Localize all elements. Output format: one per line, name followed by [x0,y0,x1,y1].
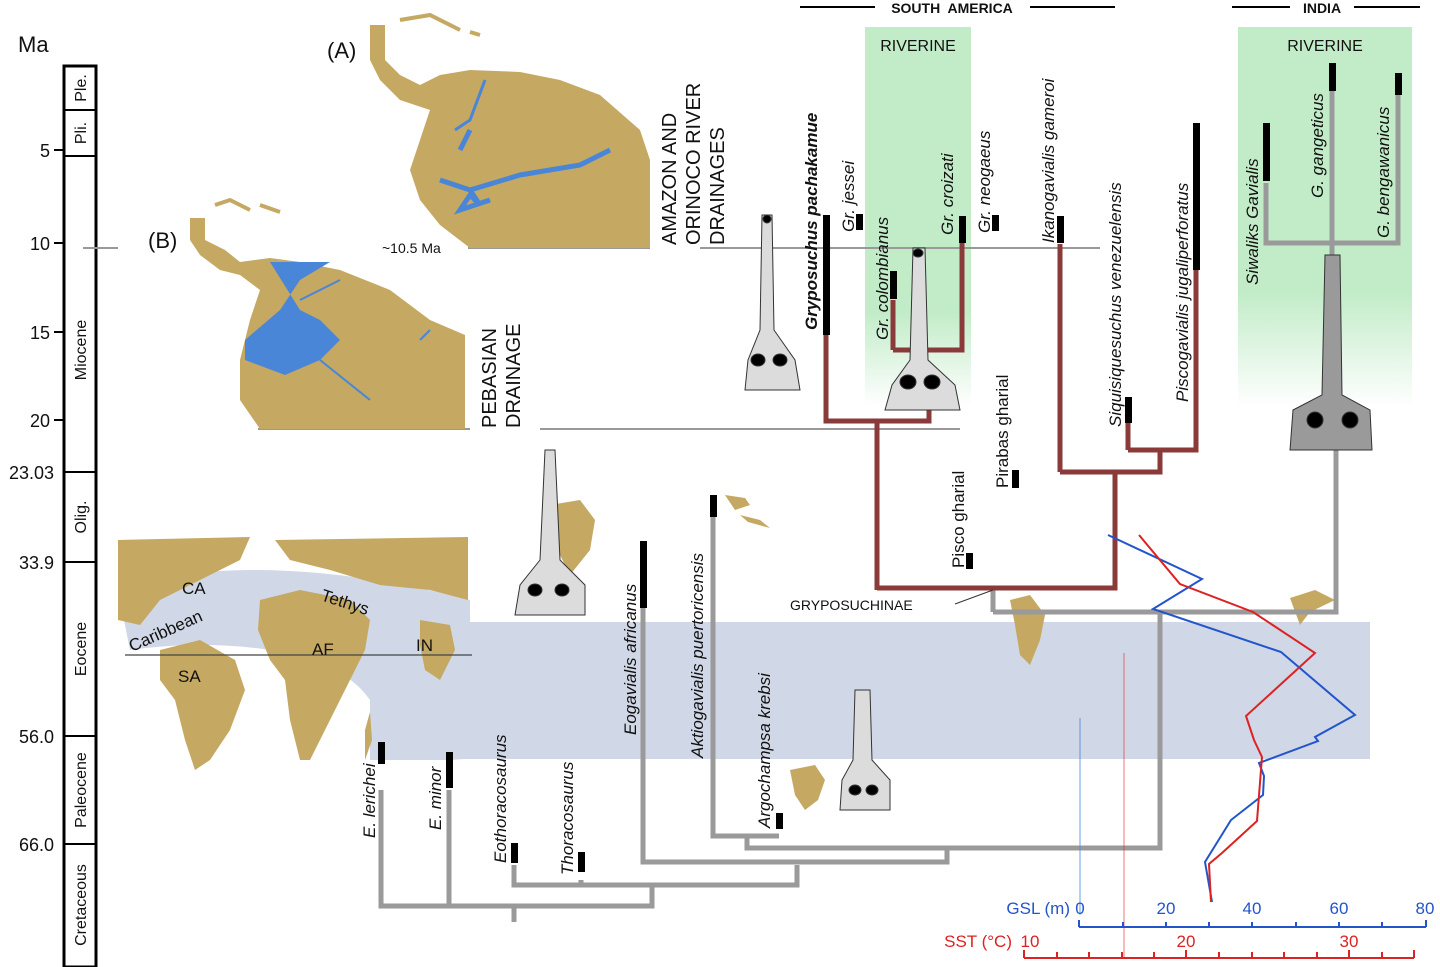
svg-text:56.0: 56.0 [19,727,54,747]
taxon-label: E. lerichei [360,762,379,838]
taxon-label: Thoracosaurus [558,761,577,875]
svg-text:40: 40 [1243,899,1262,918]
time-axis-unit: Ma [18,32,49,57]
svg-text:10: 10 [1021,932,1040,951]
stem-thin [381,861,947,907]
sst-axis [1023,950,1415,959]
sst-tick-labels: 10 20 30 [1021,932,1359,951]
gryposuchinae-branches [823,235,1199,591]
svg-text:10: 10 [30,234,50,254]
skull-gryposuchus-icon [744,214,801,391]
map-b-pebasian [190,197,465,429]
epoch-labels: Ple. Pli. Miocene Olig. Eocene Paleocene… [73,74,90,946]
svg-text:20: 20 [1157,899,1176,918]
svg-text:5: 5 [40,141,50,161]
taxon-label: G. gangeticus [1308,93,1327,198]
map-b-label: (B) [148,228,177,253]
svg-text:20: 20 [30,411,50,431]
sst-curve [1138,534,1317,903]
svg-text:SA: SA [178,667,201,686]
svg-text:15: 15 [30,323,50,343]
time-axis-ticks: 5 10 15 20 23.03 33.9 56.0 66.0 [9,141,54,855]
svg-text:PEBASIAN: PEBASIAN [479,328,501,428]
taxon-label: Eothoracosaurus [491,734,510,863]
gsl-axis-label: GSL (m) [1006,899,1070,918]
svg-text:30: 30 [1340,932,1359,951]
taxon-label: Gr. colombianus [873,216,892,340]
svg-text:Ple.: Ple. [73,74,90,102]
gsl-axis [1078,920,1427,928]
svg-text:Paleocene: Paleocene [73,752,90,828]
svg-text:IN: IN [416,636,433,655]
taxon-label: Argochampsa krebsi [755,672,774,829]
skull-gavialis-icon [1289,254,1373,451]
riverine-india-label: RIVERINE [1287,38,1363,55]
skull-croizati-icon [884,247,961,411]
gryposuchinae-leader [954,589,994,605]
taxon-labels: E. lerichei E. minor Eothoracosaurus Tho… [360,77,1393,875]
map-a-amazon-orinoco [370,12,650,248]
taxon-label: Gryposuchus pachakamue [802,113,821,330]
taxon-label: G. bengawanicus [1374,106,1393,238]
svg-text:0: 0 [1075,899,1084,918]
svg-text:23.03: 23.03 [9,463,54,483]
taxon-label: Ikanogavialis gameroi [1039,77,1058,243]
skull-eogavialis-icon [514,449,586,616]
svg-text:AF: AF [312,640,334,659]
skull-illustrations [514,214,1373,811]
sst-axis-label: SST (°C) [944,932,1012,951]
skull-argochampsa-icon [839,689,891,811]
gsl-curve [1107,534,1357,903]
map-b-caption: PEBASIAN DRAINAGE [479,324,525,428]
clade-label-gryposuchinae: GRYPOSUCHINAE [790,597,913,613]
world-map-eocene [118,537,472,770]
taxon-label: Eogavialis africanus [621,583,640,735]
region-india: INDIA [1303,0,1341,16]
svg-text:Eocene: Eocene [73,622,90,676]
svg-text:Pli.: Pli. [73,122,90,144]
svg-text:Cretaceous: Cretaceous [73,864,90,946]
svg-text:66.0: 66.0 [19,835,54,855]
svg-text:33.9: 33.9 [19,553,54,573]
taxon-label: Gr. croizati [938,152,957,235]
gsl-tick-labels: 0 20 40 60 80 [1075,899,1434,918]
taxon-label: Siwaliks Gavialis [1243,158,1262,285]
taxon-label: E. minor [426,765,445,830]
svg-text:60: 60 [1330,899,1349,918]
svg-text:Olig.: Olig. [73,501,90,534]
riverine-sa-label: RIVERINE [880,38,956,55]
map-a-label: (A) [327,38,356,63]
map-a-age: ~10.5 Ma [382,240,441,256]
time-scale [54,64,98,967]
svg-text:20: 20 [1177,932,1196,951]
svg-text:CA: CA [182,579,206,598]
svg-text:DRAINAGE: DRAINAGE [503,324,525,428]
paleoclimate-curves [1079,534,1357,958]
taxon-label: Gr. neogaeus [975,130,994,233]
map-a-caption: AMAZON AND ORINOCO RIVER DRAINAGES [659,83,729,245]
taxon-label: Pirabas gharial [993,375,1012,488]
svg-text:DRAINAGES: DRAINAGES [707,127,729,245]
svg-text:80: 80 [1416,899,1435,918]
svg-text:Miocene: Miocene [73,320,90,381]
taxon-label: Siquisiquesuchus venezuelensis [1106,182,1125,427]
svg-text:ORINOCO RIVER: ORINOCO RIVER [683,83,705,245]
taxon-label: Piscogavialis jugaliperforatus [1173,182,1192,402]
fossil-range-bars [378,63,1402,872]
taxon-label: Aktiogavialis puertoricensis [688,552,707,759]
region-south-america: SOUTH AMERICA [891,0,1013,16]
taxon-label: Gr. jessei [839,160,858,232]
svg-text:AMAZON AND: AMAZON AND [659,113,681,245]
taxon-label: Pisco gharial [949,471,968,568]
